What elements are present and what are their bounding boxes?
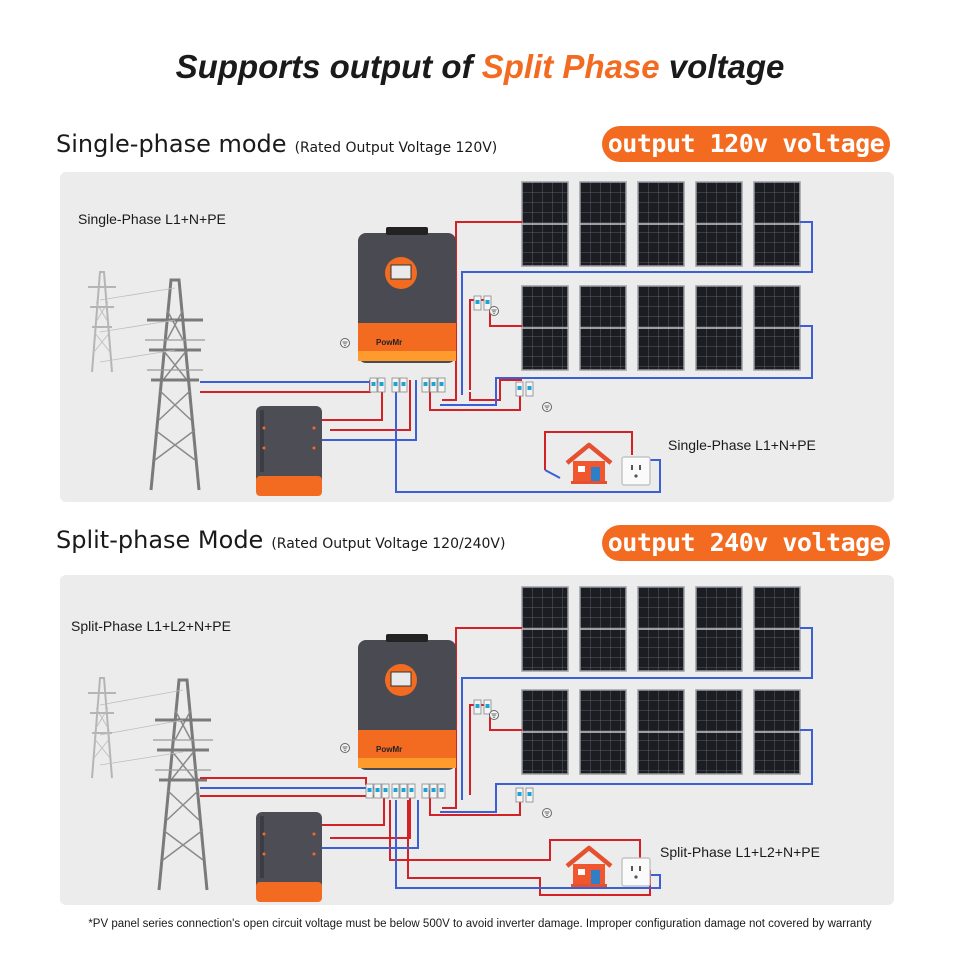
ground-icon <box>489 306 499 316</box>
mode-name: Split-phase Mode <box>56 526 264 554</box>
inverter-icon <box>357 633 457 771</box>
output-240v-badge: output 240v voltage <box>602 525 890 561</box>
ground-icon <box>340 338 350 348</box>
single-phase-system <box>87 181 813 496</box>
battery-icon <box>256 812 322 902</box>
house-icon <box>567 848 611 887</box>
load-connection-label: Single-Phase L1+N+PE <box>668 437 816 453</box>
background-pylon-icon <box>87 271 117 373</box>
ac-breakers <box>369 377 446 393</box>
pv-array-bottom <box>521 285 801 371</box>
ac-breakers <box>365 783 446 799</box>
ground-icon <box>340 743 350 753</box>
grid-connection-label: Single-Phase L1+N+PE <box>78 211 226 227</box>
ground-icon <box>542 808 552 818</box>
single-phase-mode-heading: Single-phase mode (Rated Output Voltage 1… <box>56 130 497 158</box>
mode-name: Single-phase mode <box>56 130 287 158</box>
pv-array-bottom <box>521 689 801 775</box>
load-connection-label: Split-Phase L1+L2+N+PE <box>660 844 820 860</box>
ground-icon <box>489 710 499 720</box>
pv-array-top <box>521 181 801 267</box>
split-phase-system <box>87 586 813 902</box>
title-suffix: voltage <box>659 48 785 85</box>
power-pylon-icon <box>151 678 215 892</box>
split-phase-mode-heading: Split-phase Mode (Rated Output Voltage 12… <box>56 526 505 554</box>
power-socket-icon <box>621 456 651 486</box>
page-title: Supports output of Split Phase voltage <box>0 48 960 86</box>
pv-array-top <box>521 586 801 672</box>
grid-connection-label: Split-Phase L1+L2+N+PE <box>71 618 231 634</box>
house-icon <box>567 445 611 484</box>
inverter-icon <box>357 226 457 364</box>
mode-rating: (Rated Output Voltage 120/240V) <box>271 536 506 552</box>
power-socket-icon <box>621 857 651 887</box>
ground-icon <box>542 402 552 412</box>
warranty-footnote: *PV panel series connection's open circu… <box>88 918 872 930</box>
power-pylon-icon <box>143 278 207 492</box>
title-prefix: Supports output of <box>175 48 482 85</box>
output-120v-badge: output 120v voltage <box>602 126 890 162</box>
mode-rating: (Rated Output Voltage 120V) <box>294 140 498 156</box>
title-highlight: Split Phase <box>481 48 660 85</box>
battery-icon <box>256 406 322 496</box>
